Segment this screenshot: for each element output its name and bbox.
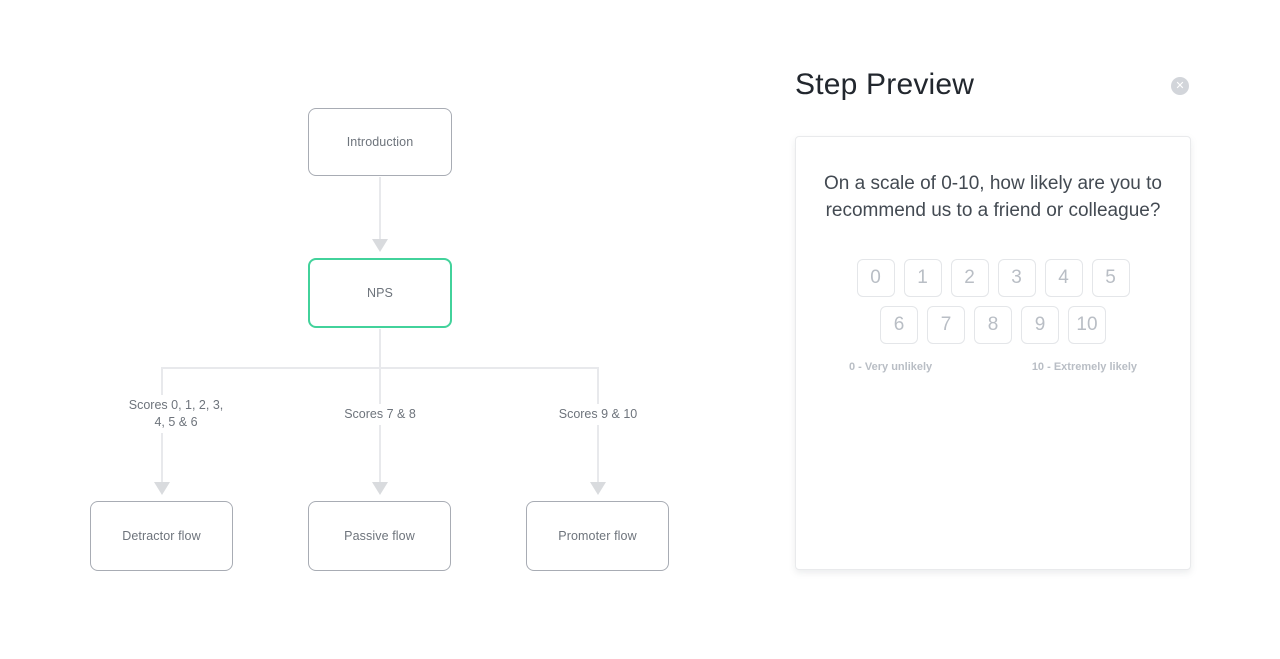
- close-icon-glyph: ✕: [1175, 79, 1185, 92]
- scale-button-8[interactable]: 8: [974, 305, 1012, 344]
- flow-node-label: Detractor flow: [122, 529, 201, 543]
- branch-label-line: Scores 7 & 8: [344, 407, 416, 421]
- scale-button-4[interactable]: 4: [1044, 258, 1083, 297]
- branch-label-line: 4, 5 & 6: [154, 414, 198, 429]
- scale-button-3[interactable]: 3: [997, 258, 1036, 297]
- flow-node-label: NPS: [366, 286, 393, 300]
- scale-min-label: 0 - Very unlikely: [849, 360, 933, 373]
- nps-question-text: On a scale of 0-10, how likely are you t…: [824, 173, 1162, 221]
- scale-button-7[interactable]: 7: [927, 305, 965, 344]
- scale-button-9[interactable]: 9: [1021, 305, 1059, 344]
- scale-button-5[interactable]: 5: [1091, 258, 1130, 297]
- scale-button-6[interactable]: 6: [880, 305, 918, 344]
- branch-label-promoter: Scores 9 & 10: [538, 404, 658, 425]
- flow-node-label: Promoter flow: [558, 529, 637, 543]
- scale-max-label: 10 - Extremely likely: [1031, 360, 1137, 373]
- flow-node-label: Introduction: [346, 135, 414, 149]
- scale-button-0[interactable]: 0: [856, 258, 895, 297]
- page-title: Step Preview: [795, 68, 975, 101]
- connector-lines: [161, 177, 599, 482]
- scale-legend: 0 - Very unlikely 10 - Extremely likely: [849, 361, 1137, 373]
- scale-button-1[interactable]: 1: [903, 258, 942, 297]
- flow-node-passive-flow[interactable]: Passive flow: [308, 501, 451, 571]
- close-icon[interactable]: ✕: [1171, 77, 1189, 95]
- scale-button-2[interactable]: 2: [950, 258, 989, 297]
- branch-label-line: Scores 9 & 10: [558, 407, 638, 421]
- flow-node-label: Passive flow: [344, 529, 415, 543]
- branch-label-passive: Scores 7 & 8: [320, 404, 440, 425]
- flow-node-introduction[interactable]: Introduction: [308, 108, 452, 176]
- flow-node-detractor-flow[interactable]: Detractor flow: [90, 501, 233, 571]
- branch-label-detractor: Scores 0, 1, 2, 3, 4, 5 & 6: [110, 395, 242, 433]
- flow-node-nps[interactable]: NPS: [308, 258, 452, 328]
- nps-scale-row-1: 0 1 2 3 4 5: [796, 258, 1190, 297]
- flow-node-promoter-flow[interactable]: Promoter flow: [526, 501, 669, 571]
- scale-button-10[interactable]: 10: [1068, 305, 1106, 344]
- step-preview-card: On a scale of 0-10, how likely are you t…: [795, 136, 1191, 570]
- nps-scale-row-2: 6 7 8 9 10: [796, 305, 1190, 344]
- branch-label-line: Scores 0, 1, 2, 3,: [128, 398, 224, 412]
